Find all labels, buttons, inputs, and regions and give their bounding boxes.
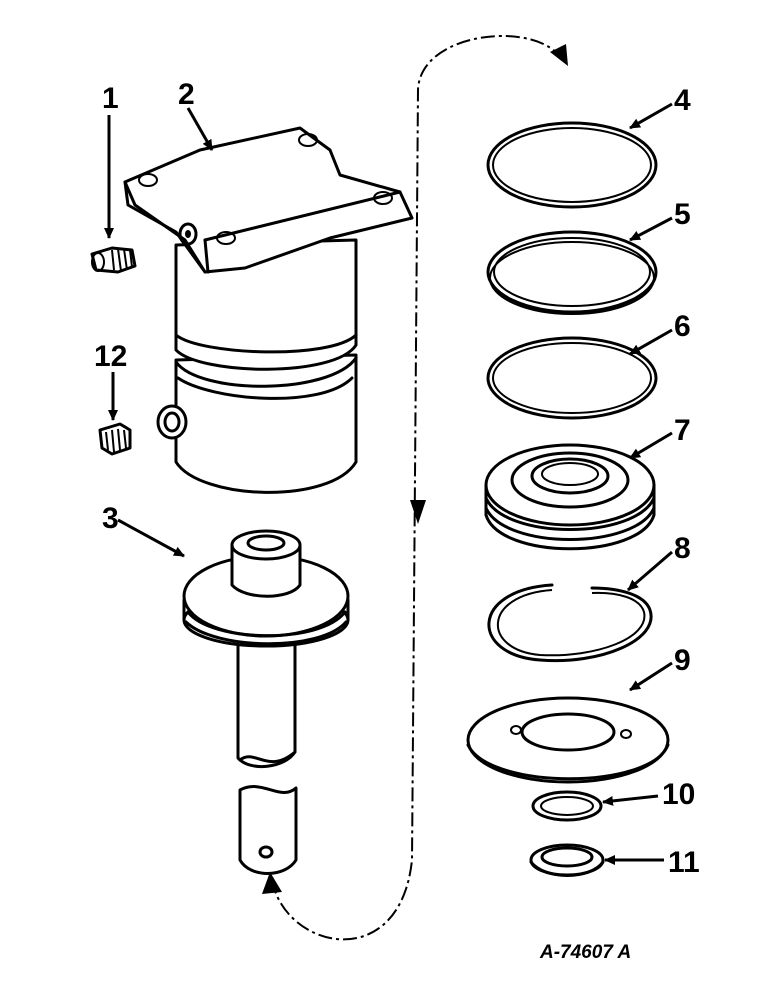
callout-7: 7 (674, 414, 691, 447)
callout-8: 8 (674, 532, 691, 565)
callout-10: 10 (662, 778, 695, 811)
gland-7-part (484, 443, 656, 551)
callout-12: 12 (94, 340, 127, 373)
callout-6: 6 (674, 310, 691, 343)
callout-labels: 1 2 12 3 4 5 6 7 8 9 10 11 (94, 78, 700, 879)
callout-5: 5 (674, 198, 691, 231)
diagram-reference-code: A-74607 A (539, 942, 631, 963)
snap-ring-8-part (487, 583, 653, 663)
callout-9: 9 (674, 644, 691, 677)
o-ring-6-part (486, 336, 658, 420)
leader-6 (629, 328, 673, 356)
backup-ring-5-part (486, 230, 658, 315)
leader-7 (629, 431, 673, 460)
callout-1: 1 (102, 82, 119, 115)
leader-8 (627, 550, 673, 592)
callout-4: 4 (674, 84, 691, 117)
housing-part (123, 126, 414, 494)
assembly-flow-line (262, 35, 568, 941)
leader-2 (186, 107, 214, 151)
o-ring-4-part (486, 121, 658, 209)
callout-2: 2 (178, 78, 195, 111)
small-plug-part (98, 422, 132, 456)
leader-3 (117, 518, 185, 558)
leader-arrows (104, 102, 673, 865)
plug-screw-part (90, 246, 137, 274)
seal-ring-10-part (531, 790, 603, 822)
leader-10 (602, 794, 659, 806)
seal-ring-11-part (529, 843, 605, 877)
piston-part (182, 529, 350, 875)
leader-5 (629, 216, 673, 242)
callout-11: 11 (668, 846, 700, 879)
leader-9 (629, 661, 673, 692)
washer-9-part (466, 696, 670, 784)
callout-3: 3 (102, 502, 119, 535)
leader-4 (629, 102, 673, 130)
